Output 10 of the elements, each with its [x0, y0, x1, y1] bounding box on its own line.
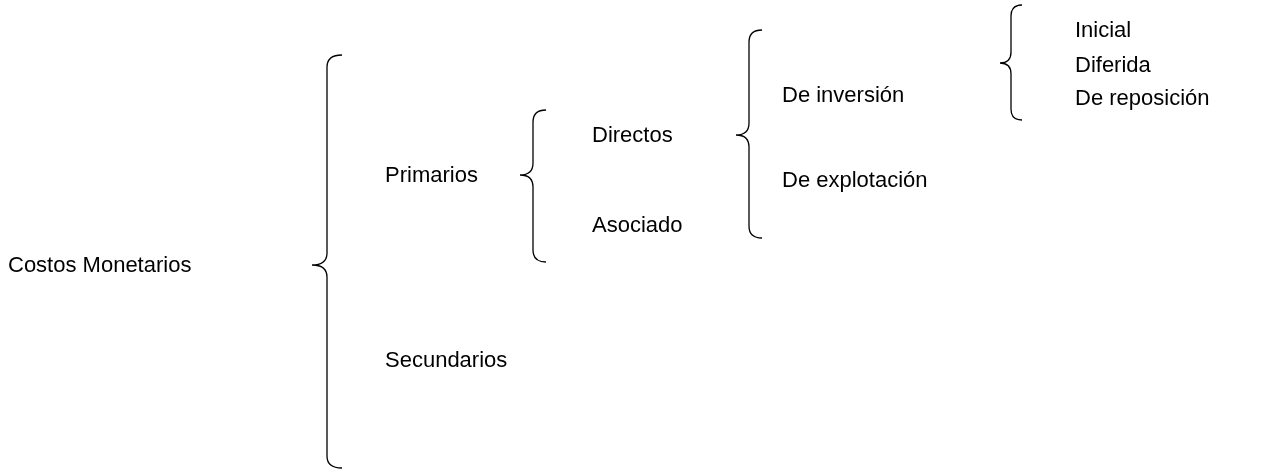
- tree-label: Asociado: [592, 212, 683, 238]
- tree-label: Inicial: [1075, 17, 1132, 43]
- tree-label: Directos: [592, 122, 673, 148]
- tree-label: De inversión: [782, 82, 905, 108]
- tree-label: Secundarios: [385, 347, 508, 373]
- tree-label: Costos Monetarios: [8, 252, 192, 278]
- tree-label: Primarios: [385, 162, 478, 188]
- tree-label: Diferida: [1075, 52, 1151, 78]
- tree-label: De reposición: [1075, 85, 1210, 111]
- tree-label: De explotación: [782, 167, 928, 193]
